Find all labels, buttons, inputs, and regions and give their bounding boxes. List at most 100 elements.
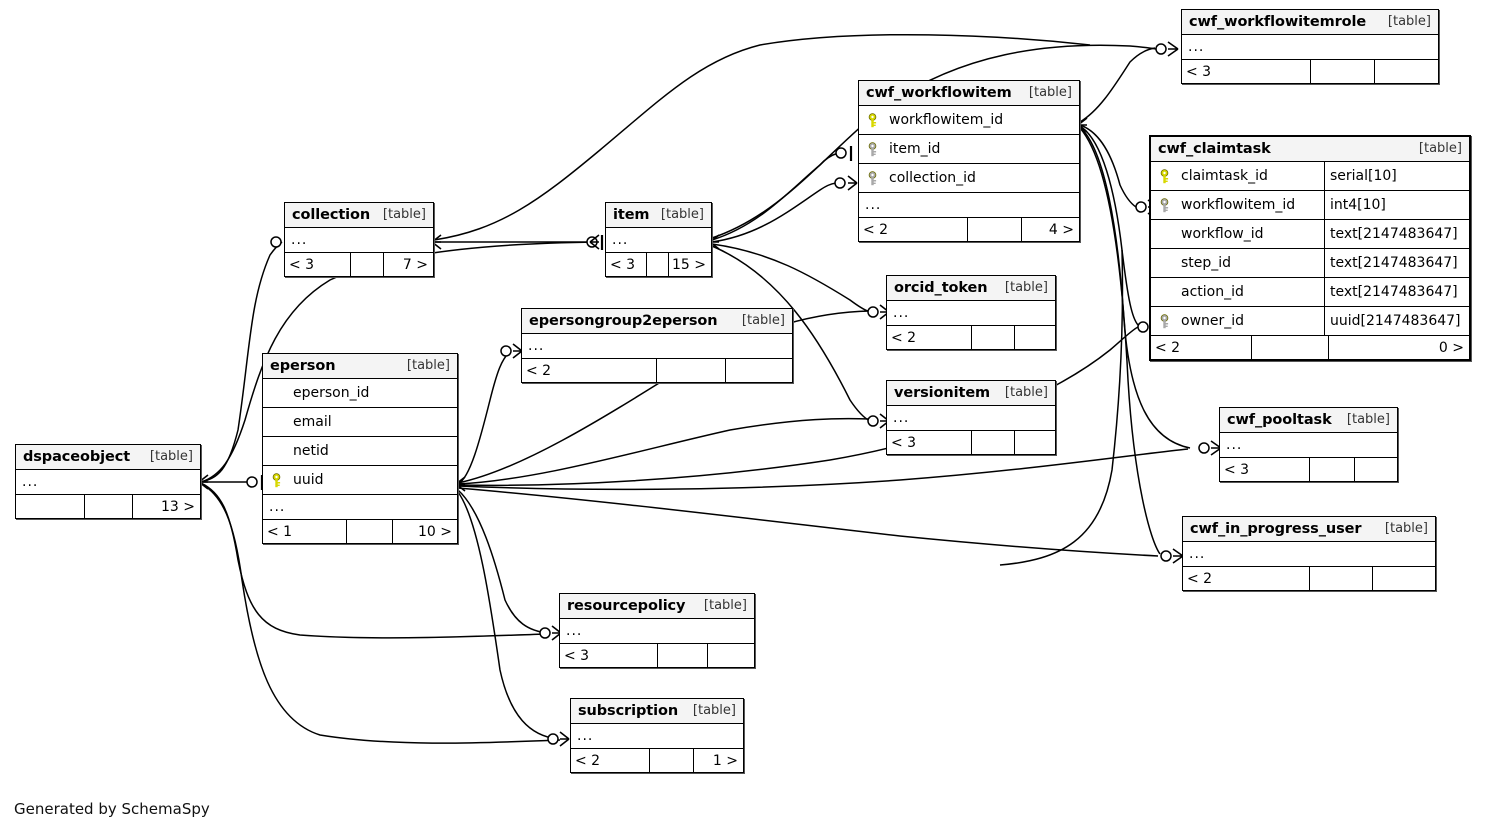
table-type-tag: [table] xyxy=(382,207,426,222)
table-more-columns-indicator[interactable]: ... xyxy=(887,301,1055,326)
table-header-eperson: eperson[table] xyxy=(263,354,457,379)
table-title: collection xyxy=(292,206,371,223)
footer-children-count: 7 > xyxy=(383,253,433,276)
table-orcid_token[interactable]: orcid_token[table]...< 2 xyxy=(886,275,1056,350)
footer-parents-count: < 2 xyxy=(891,329,917,346)
footer-middle-cell xyxy=(967,218,1021,241)
table-dspaceobject[interactable]: dspaceobject[table]...13 > xyxy=(15,444,201,519)
table-column-row[interactable]: email xyxy=(263,408,457,437)
table-more-columns-indicator[interactable]: ... xyxy=(1220,433,1397,458)
table-versionitem[interactable]: versionitem[table]...< 3 xyxy=(886,380,1056,455)
column-name: action_id xyxy=(1181,284,1244,300)
footer-children-count xyxy=(1374,60,1438,83)
footer-parents-count: < 3 xyxy=(1224,461,1250,478)
footer-parents-count: < 3 xyxy=(610,256,636,273)
table-more-columns-indicator[interactable]: ... xyxy=(1183,542,1435,567)
footer-parents-count: < 3 xyxy=(1186,63,1212,80)
footer-children-count xyxy=(707,644,754,667)
table-column-row[interactable]: netid xyxy=(263,437,457,466)
footer-middle-cell xyxy=(1309,567,1372,590)
column-name: claimtask_id xyxy=(1181,168,1268,184)
column-type: int4[10] xyxy=(1324,191,1469,219)
table-more-columns-indicator[interactable]: ... xyxy=(522,334,792,359)
table-resourcepolicy[interactable]: resourcepolicy[table]... < 3 xyxy=(559,593,755,668)
footer-middle-cell xyxy=(646,253,668,276)
table-column-row[interactable]: claimtask_id serial[10] xyxy=(1151,162,1469,191)
table-type-tag: [table] xyxy=(741,313,785,328)
table-cwf_claimtask[interactable]: cwf_claimtask[table] claimtask_id serial[1… xyxy=(1149,135,1471,361)
table-more-columns-indicator[interactable]: ... xyxy=(571,724,743,749)
column-type: uuid[2147483647] xyxy=(1324,307,1469,335)
table-type-tag: [table] xyxy=(1384,521,1428,536)
table-title: subscription xyxy=(578,702,679,719)
table-header-dspaceobject: dspaceobject[table] xyxy=(16,445,200,470)
table-more-columns-indicator[interactable]: ... xyxy=(285,228,433,253)
table-title: item xyxy=(613,206,650,223)
table-cwf_pooltask[interactable]: cwf_pooltask[table]...< 3 xyxy=(1219,407,1398,482)
table-type-tag: [table] xyxy=(1028,85,1072,100)
table-more-columns-indicator[interactable]: ... xyxy=(263,495,457,520)
footer-middle-cell xyxy=(1310,60,1374,83)
footer-middle-cell xyxy=(657,644,707,667)
footer-middle-cell xyxy=(649,749,693,772)
table-more-columns-indicator[interactable]: ... xyxy=(859,193,1079,218)
footer-middle-cell xyxy=(350,253,383,276)
table-footer-collection: < 3 7 > xyxy=(285,253,433,276)
table-cwf_workflowitemrole[interactable]: cwf_workflowitemrole[table]... < 3 xyxy=(1181,9,1439,84)
column-name: netid xyxy=(293,443,329,459)
footer-parents-count: < 3 xyxy=(564,647,590,664)
table-more-columns-indicator[interactable]: ... xyxy=(16,470,200,495)
table-more-columns-indicator[interactable]: ... xyxy=(887,406,1055,431)
footer-parents-count: < 3 xyxy=(289,256,315,273)
table-type-tag: [table] xyxy=(660,207,704,222)
table-title: versionitem xyxy=(894,384,991,401)
table-column-row[interactable]: collection_id xyxy=(859,164,1079,193)
table-title: epersongroup2eperson xyxy=(529,312,718,329)
table-title: cwf_claimtask xyxy=(1158,140,1271,157)
table-column-row[interactable]: workflowitem_id xyxy=(859,106,1079,135)
footer-children-count xyxy=(1014,326,1055,349)
table-header-item: item [table] xyxy=(606,203,711,228)
table-header-cwf_claimtask: cwf_claimtask[table] xyxy=(1151,137,1469,162)
footer-middle-cell xyxy=(1309,458,1354,481)
table-header-resourcepolicy: resourcepolicy[table] xyxy=(560,594,754,619)
table-footer-epersongroup2eperson: < 2 xyxy=(522,359,792,382)
table-column-row[interactable]: item_id xyxy=(859,135,1079,164)
table-title: dspaceobject xyxy=(23,448,131,465)
table-title: cwf_workflowitem xyxy=(866,84,1012,101)
table-more-columns-indicator[interactable]: ... xyxy=(606,228,711,253)
footer-parents-count: < 2 xyxy=(526,362,552,379)
table-header-cwf_workflowitemrole: cwf_workflowitemrole[table] xyxy=(1182,10,1438,35)
footer-parents-count: < 2 xyxy=(863,221,889,238)
table-footer-cwf_in_progress_user: < 2 xyxy=(1183,567,1435,590)
table-type-tag: [table] xyxy=(1346,412,1390,427)
table-column-row[interactable]: uuid xyxy=(263,466,457,495)
footer-middle-cell xyxy=(656,359,725,382)
table-more-columns-indicator[interactable]: ... xyxy=(1182,35,1438,60)
table-cwf_in_progress_user[interactable]: cwf_in_progress_user[table]...< 2 xyxy=(1182,516,1436,591)
footer-children-count xyxy=(1014,431,1055,454)
column-name: uuid xyxy=(293,472,324,488)
column-name: eperson_id xyxy=(293,385,370,401)
footer-children-count xyxy=(725,359,792,382)
table-collection[interactable]: collection [table]... < 3 7 > xyxy=(284,202,434,277)
footer-children-count xyxy=(1372,567,1435,590)
column-type: text[2147483647] xyxy=(1324,249,1469,277)
table-column-row[interactable]: eperson_id xyxy=(263,379,457,408)
column-type: serial[10] xyxy=(1324,162,1469,190)
table-more-columns-indicator[interactable]: ... xyxy=(560,619,754,644)
table-epersongroup2eperson[interactable]: epersongroup2eperson [table]... < 2 xyxy=(521,308,793,383)
